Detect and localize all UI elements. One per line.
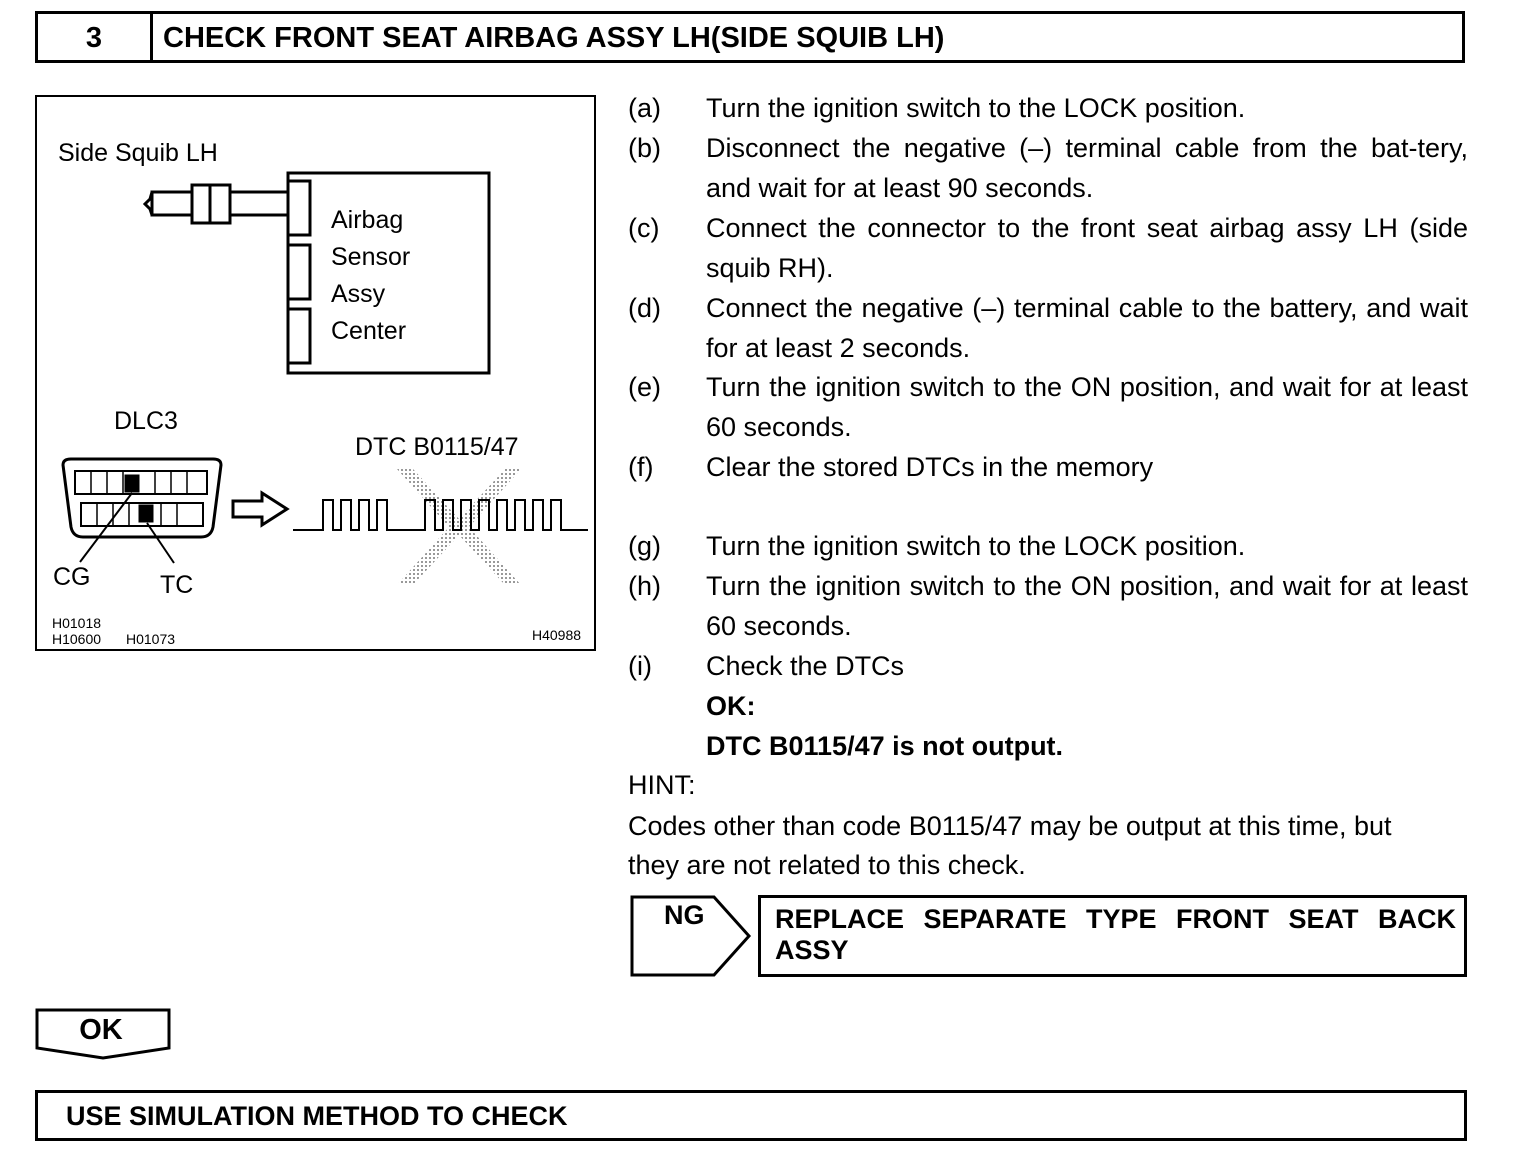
- wiring-figure: Side Squib LH Airbag Sensor Assy Center …: [35, 95, 596, 651]
- figure-code: H01018: [52, 615, 102, 631]
- sensor-label-line-2: Sensor: [331, 243, 411, 271]
- step-text: Disconnect the negative (–) terminal cab…: [706, 133, 1468, 203]
- dlc3-connector-drawing: [61, 457, 223, 564]
- step-letter: (g): [628, 531, 661, 561]
- step-text: Connect the connector to the front seat …: [706, 213, 1468, 283]
- step-letter: (h): [628, 571, 661, 601]
- step-item: (f) Clear the stored DTCs in the memory: [628, 447, 1468, 487]
- squib-connector-drawing: [142, 183, 290, 225]
- ok-condition-text: DTC B0115/47 is not output.: [706, 731, 1064, 761]
- dlc3-label: DLC3: [114, 407, 178, 435]
- hint-text-line-1: Codes other than code B0115/47 may be ou…: [628, 811, 1392, 841]
- step-text: Connect the negative (–) terminal cable …: [706, 293, 1468, 363]
- step-text: Turn the ignition switch to the ON posit…: [706, 571, 1468, 641]
- step-item: (c) Connect the connector to the front s…: [628, 208, 1468, 288]
- figure-code: H01073: [126, 631, 176, 647]
- step-letter: (b): [628, 133, 661, 163]
- ng-action-text: REPLACE SEPARATE TYPE FRONT SEAT BACK AS…: [775, 904, 1456, 965]
- figure-code: H10600: [52, 631, 102, 647]
- step-letter: (c): [628, 213, 660, 243]
- cg-label: CG: [53, 563, 91, 591]
- ng-action-box: REPLACE SEPARATE TYPE FRONT SEAT BACK AS…: [758, 895, 1467, 977]
- ok-condition-label: OK:: [706, 691, 756, 721]
- step-item: (e) Turn the ignition switch to the ON p…: [628, 367, 1468, 447]
- ok-label: OK: [79, 1014, 123, 1046]
- step-title: CHECK FRONT SEAT AIRBAG ASSY LH(SIDE SQU…: [163, 22, 945, 54]
- hint-label: HINT:: [628, 770, 696, 800]
- ng-label: NG: [664, 900, 705, 930]
- step-letter: (f): [628, 452, 654, 482]
- sensor-label-line-1: Airbag: [331, 206, 404, 234]
- hint-text-line-2: they are not related to this check.: [628, 850, 1026, 880]
- step-letter: (d): [628, 293, 661, 323]
- step-number: 3: [38, 14, 153, 60]
- right-arrow-icon: [231, 490, 290, 528]
- crossed-out-mark: [397, 469, 521, 585]
- dtc-label: DTC B0115/47: [355, 433, 519, 461]
- step-letter: (e): [628, 372, 661, 402]
- tc-label: TC: [160, 571, 194, 599]
- ok-arrow-shape: [35, 1008, 171, 1060]
- figure-code: H40988: [532, 627, 582, 643]
- step-text: Turn the ignition switch to the LOCK pos…: [706, 93, 1246, 123]
- step-header: 3 CHECK FRONT SEAT AIRBAG ASSY LH(SIDE S…: [35, 11, 1465, 63]
- step-text: Turn the ignition switch to the LOCK pos…: [706, 531, 1246, 561]
- step-item: (h) Turn the ignition switch to the ON p…: [628, 566, 1468, 646]
- airbag-sensor-drawing: [286, 171, 491, 375]
- sensor-label-line-3: Assy: [331, 280, 386, 308]
- step-text: Clear the stored DTCs in the memory: [706, 452, 1154, 482]
- side-squib-label: Side Squib LH: [58, 139, 218, 167]
- step-text: Turn the ignition switch to the ON posit…: [706, 372, 1468, 442]
- step-text: Check the DTCs: [706, 651, 905, 681]
- step-letter: (a): [628, 93, 661, 123]
- step-item: (g) Turn the ignition switch to the LOCK…: [628, 526, 1468, 566]
- sensor-label-line-4: Center: [331, 317, 407, 345]
- diagram-drawing: [61, 171, 588, 585]
- step-item: (a) Turn the ignition switch to the LOCK…: [628, 88, 1468, 128]
- next-step-box: USE SIMULATION METHOD TO CHECK: [35, 1090, 1467, 1141]
- step-item: (d) Connect the negative (–) terminal ca…: [628, 288, 1468, 368]
- step-item: (b) Disconnect the negative (–) terminal…: [628, 128, 1468, 208]
- step-letter: (i): [628, 651, 652, 681]
- ng-arrow-shape: [630, 895, 752, 977]
- step-item: (i) Check the DTCs: [628, 646, 1468, 686]
- ok-condition-text-row: DTC B0115/47 is not output.: [628, 726, 1468, 766]
- dtc-waveform: [293, 499, 588, 531]
- next-step-text: USE SIMULATION METHOD TO CHECK: [66, 1101, 568, 1131]
- ok-condition-label-row: OK:: [628, 686, 1468, 726]
